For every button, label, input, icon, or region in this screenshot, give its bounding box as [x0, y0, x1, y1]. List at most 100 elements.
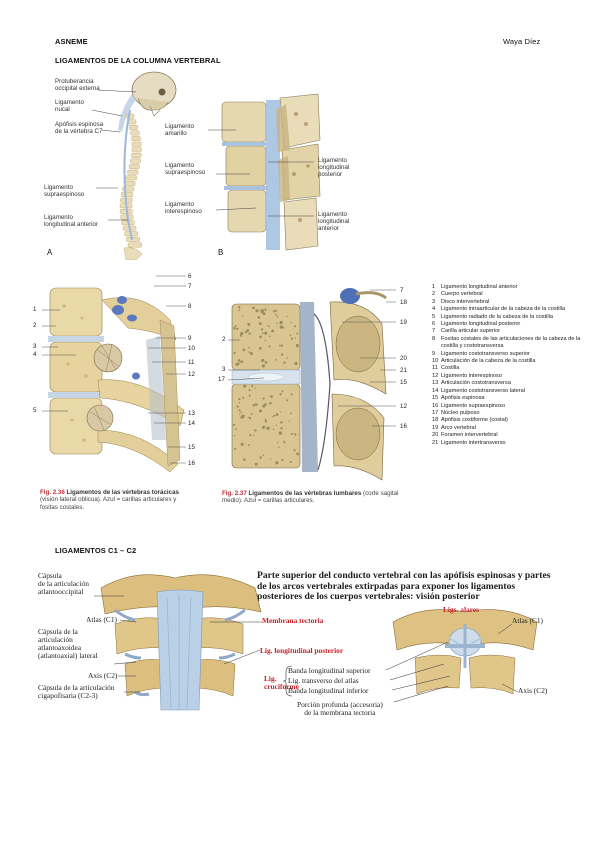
trabecular-dot: [246, 329, 250, 332]
vertebra-shape: [129, 124, 139, 130]
fig237-num-2: 2: [222, 336, 226, 343]
trabecular-dot: [240, 442, 244, 446]
trabecular-dot: [238, 306, 241, 309]
header-right: Waya Díez: [503, 37, 541, 46]
legend-item-text: Carilla articular superior: [441, 328, 501, 335]
trabecular-dot: [243, 384, 247, 388]
trabecular-dot: [286, 399, 289, 402]
label-capsula-atlantooccipital: Cápsula de la articulación atlantooccipi…: [38, 571, 89, 596]
trabecular-dot: [261, 425, 266, 429]
trabecular-dot: [237, 359, 241, 362]
vertebra-shape: [125, 175, 137, 181]
fig236-num-6: 6: [188, 273, 192, 280]
trabecular-dot: [242, 315, 244, 317]
trabecular-dot: [280, 353, 284, 356]
figure-c-red-leaders: [210, 621, 262, 665]
trabecular-dot: [249, 434, 252, 437]
trabecular-dot: [274, 313, 277, 316]
label-atlas-c1-right: Atlas (C1): [512, 616, 543, 625]
fig237-num-19: 19: [400, 319, 407, 326]
fig236-num-8: 8: [188, 303, 192, 310]
legend-item-text: Articulación de la cabeza de la costilla: [441, 358, 536, 365]
legend-item-text: Costilla: [441, 365, 460, 372]
trabecular-dot: [293, 449, 296, 452]
legend-item-text: Apófisis costiforme (costal): [441, 417, 508, 424]
trabecular-dot: [275, 359, 278, 361]
trabecular-dot: [232, 423, 236, 427]
trabecular-dot: [289, 412, 292, 415]
legend-item-number: 9: [432, 350, 436, 357]
section-title-2: LIGAMENTOS C1 – C2: [55, 546, 137, 555]
fig236-caption-rest: (visión lateral oblicua). Azul = carilla…: [40, 496, 177, 511]
trabecular-dot: [239, 334, 243, 337]
figure-b-lumbar-illustration: [221, 93, 321, 251]
trabecular-dot: [269, 458, 272, 460]
fig236-num-9: 9: [188, 335, 192, 342]
vertebra-shape: [130, 158, 141, 164]
trabecular-dot: [235, 362, 239, 366]
legend-item-text: Ligamento costotransverso lateral: [441, 387, 525, 394]
figure-a-spine-illustration: [91, 71, 177, 260]
fig236-num-5: 5: [33, 407, 37, 414]
trabecular-dot: [258, 409, 262, 413]
trabecular-dot: [281, 390, 284, 393]
figure-b-letter: B: [218, 248, 224, 257]
trabecular-dot: [234, 428, 237, 430]
vertebra-shape: [131, 141, 142, 147]
figure-c-left-leaders: [94, 595, 140, 693]
fig236-num-4: 4: [33, 351, 37, 358]
vertebra-shape: [131, 136, 141, 142]
trabecular-dot: [234, 325, 237, 328]
trabecular-dot: [296, 346, 299, 348]
trabecular-dot: [239, 413, 241, 415]
legend-item-number: 20: [432, 432, 439, 439]
label-atlas-c1-left: Atlas (C1): [86, 615, 117, 624]
trabecular-dot: [248, 346, 250, 349]
trabecular-dot: [276, 315, 279, 318]
trabecular-dot: [274, 309, 278, 312]
trabecular-dot: [277, 441, 279, 444]
legend-item-number: 8: [432, 335, 436, 342]
trabecular-dot: [238, 409, 241, 412]
trabecular-dot: [260, 328, 264, 331]
label-long-anterior-a: Ligamento longitudinal anterior: [44, 214, 99, 228]
trabecular-dot: [240, 331, 244, 336]
trabecular-dot: [275, 413, 279, 417]
legend-item-number: 12: [432, 372, 439, 379]
trabecular-dot: [262, 404, 266, 408]
trabecular-dot: [294, 337, 297, 339]
trabecular-dot: [275, 424, 278, 427]
trabecular-dot: [264, 418, 267, 421]
trabecular-dot: [260, 309, 264, 313]
legend-item-text: Ligamento longitudinal anterior: [441, 284, 518, 290]
label-porcion-profunda: Porción profunda (accesoria) de la membr…: [297, 700, 383, 717]
label-amarillo: Ligamento amarillo: [165, 123, 194, 137]
trabecular-dot: [267, 324, 269, 327]
trabecular-dot: [255, 309, 259, 313]
trabecular-dot: [252, 306, 255, 310]
label-apofisis-c7: Apófisis espinosa de la vértebra C7: [55, 121, 104, 135]
figure-2-36-leaders: [42, 275, 186, 464]
legend-item-text: Ligamento costotransverso superior: [441, 350, 530, 357]
trabecular-dot: [242, 458, 246, 461]
trabecular-dot: [278, 446, 280, 448]
legend-item: 9 Ligamento costotransverso superior: [432, 351, 582, 358]
label-axis-c2-right: Axis (C2): [518, 686, 548, 695]
figure-c-title: Parte superior del conducto vertebral co…: [257, 570, 551, 603]
fig237-num-21: 21: [400, 367, 407, 374]
label-long-anterior-b: Ligamento longitudinal anterior: [318, 211, 350, 232]
fig237-caption-bold: Ligamentos de las vértebras lumbares: [248, 490, 362, 497]
trabecular-dot: [262, 454, 265, 456]
trabecular-dot: [290, 393, 293, 396]
label-ligs-alares: Ligs. alares: [443, 605, 479, 614]
trabecular-dot: [247, 322, 251, 326]
